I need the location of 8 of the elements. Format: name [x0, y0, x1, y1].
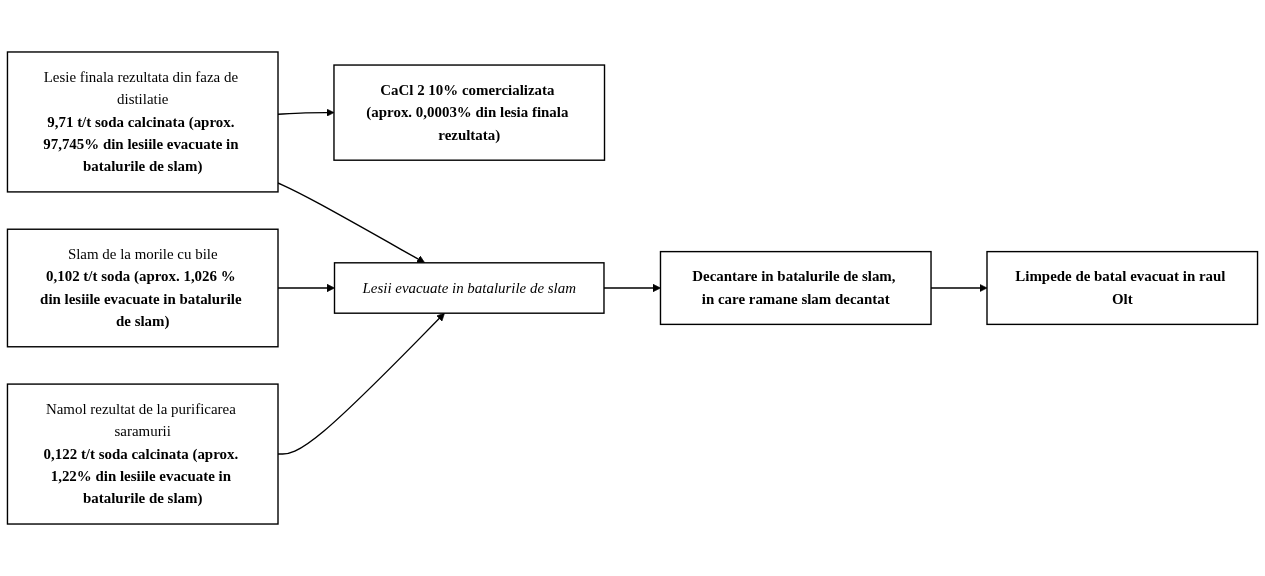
node-box: Slam de la morile cu bile 0,102 t/t soda (aprox. 1,026 % din lesiile evacuate in batalurile de slam) [6, 228, 279, 348]
node-box: Lesie finala rezultata din faza de distilatie 9,71 t/t soda calcinata (aprox. 97,745% din lesiile evacuate in batalurile de slam) [6, 51, 279, 193]
arrow [603, 283, 661, 293]
node-box: Decantare in batalurile de slam, in care ramane slam decantat [659, 250, 932, 326]
node-box: Namol rezultat de la purificarea saramurii 0,122 t/t soda calcinata (aprox. 1,22% din lesiile evacuate in batalurile de slam) [6, 383, 279, 525]
node-box: CaCl 2 10% comercializata (aprox. 0,0003% din lesia finala rezultata) [333, 64, 606, 161]
node-box: Limpede de batal evacuat in raul Olt [986, 250, 1259, 326]
node-box: Lesii evacuate in batalurile de slam [333, 262, 605, 314]
